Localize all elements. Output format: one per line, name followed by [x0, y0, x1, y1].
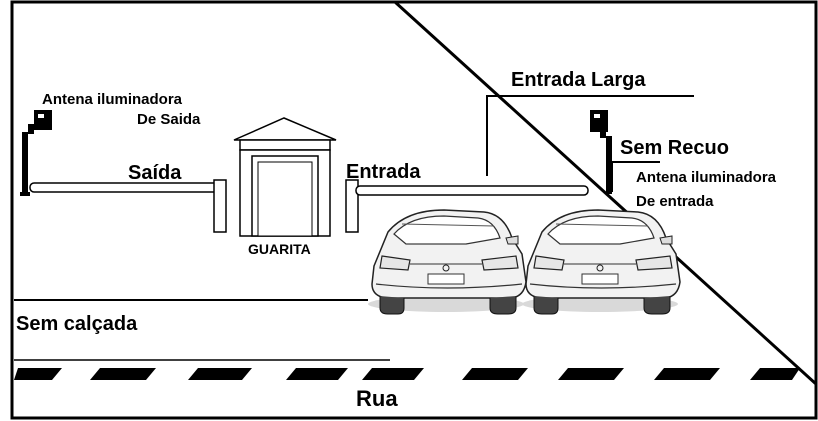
no-setback-label: Sem Recuo: [620, 137, 729, 159]
street-label: Rua: [356, 386, 398, 411]
antenna-icon: [590, 110, 612, 194]
property-boundary-line: [393, 0, 818, 386]
guardhouse-label: GUARITA: [248, 241, 311, 257]
car-icon: [521, 209, 681, 315]
wide-entry-label: Entrada Larga: [511, 69, 646, 91]
antenna-entry-label-line1: Antena iluminadora: [636, 169, 777, 186]
guardhouse: [233, 117, 337, 237]
no-sidewalk-label: Sem calçada: [16, 313, 138, 335]
antenna-entry-label-line2: De entrada: [636, 193, 714, 210]
lane-markings: [14, 368, 800, 380]
antenna-exit-label-line1: Antena iluminadora: [42, 91, 183, 108]
frame: [10, 0, 818, 420]
car-icon: [367, 209, 527, 315]
antenna-exit-label-line2: De Saida: [137, 111, 201, 128]
exit-label: Saída: [128, 162, 182, 184]
entry-barrier-arm: [345, 179, 589, 233]
wide-entry-marker: [486, 95, 694, 176]
exit-barrier-arm: [29, 179, 227, 233]
entry-label: Entrada: [346, 161, 421, 183]
antenna-icon: [20, 110, 52, 196]
